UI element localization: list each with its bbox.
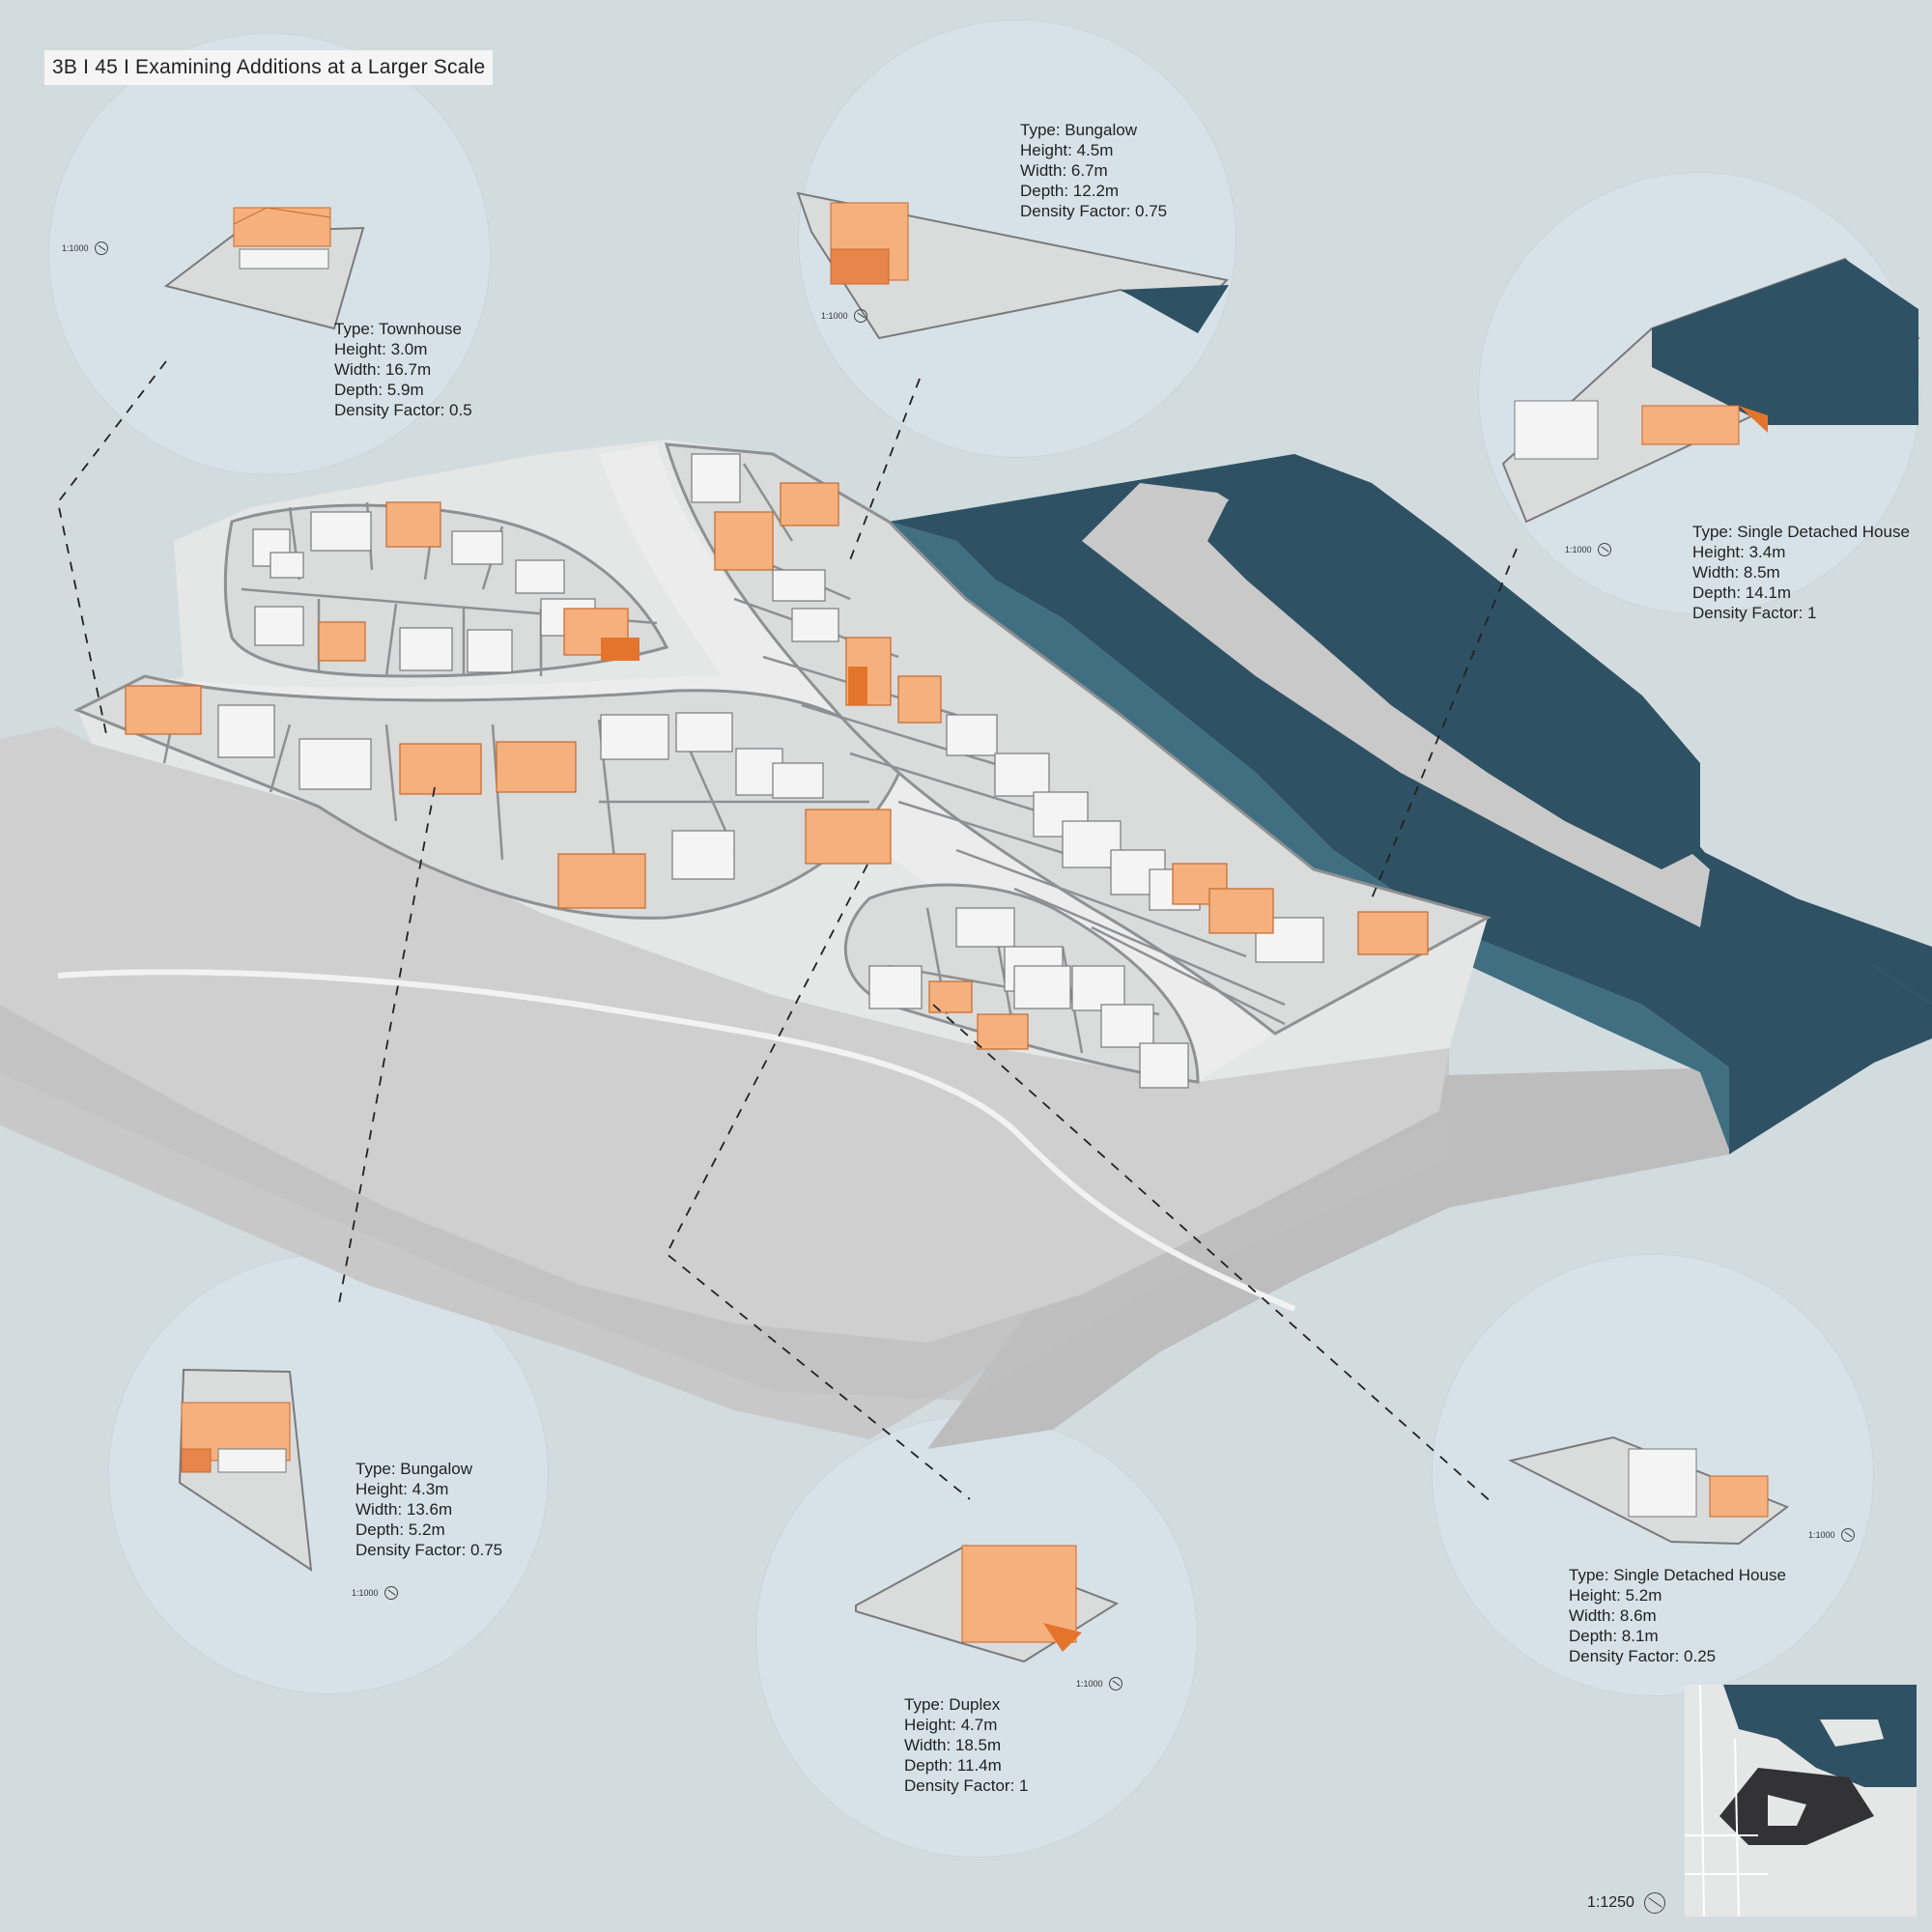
callout-single-detached-bottom: Type: Single Detached House Height: 5.2m… — [1569, 1565, 1786, 1666]
channel-water — [1700, 850, 1932, 1005]
bay-water — [1208, 454, 1700, 869]
inset-map-scale: 1:1250 — [1587, 1892, 1665, 1914]
callout-height: Height: 4.7m — [904, 1716, 998, 1734]
north-arrow-icon — [1840, 1528, 1855, 1542]
callout-townhouse: Type: Townhouse Height: 3.0m Width: 16.7… — [334, 319, 472, 420]
callout-bungalow-top: Type: Bungalow Height: 4.5m Width: 6.7m … — [1020, 120, 1167, 221]
callout-depth: Depth: 5.2m — [355, 1520, 445, 1539]
scale-label: 1:1000 — [62, 243, 89, 253]
thumb-townhouse — [163, 207, 365, 330]
callout-density: Density Factor: 0.75 — [1020, 202, 1168, 220]
leader-single-bottom — [932, 1004, 1493, 1504]
callout-duplex: Type: Duplex Height: 4.7m Width: 18.5m D… — [904, 1694, 1029, 1796]
callout-type: Type: Single Detached House — [1692, 523, 1910, 541]
scale-note-bungalow-top: 1:1000 — [821, 309, 867, 323]
additions-dark — [601, 638, 867, 705]
additions — [125, 482, 1429, 1050]
leader-bungalow-top — [847, 378, 921, 566]
callout-type: Type: Townhouse — [334, 320, 462, 338]
ground-right-face — [927, 1067, 1729, 1449]
callout-depth: Depth: 14.1m — [1692, 583, 1792, 602]
callout-width: Width: 18.5m — [904, 1736, 1002, 1754]
callout-density: Density Factor: 1 — [1692, 604, 1817, 622]
callout-width: Width: 16.7m — [334, 360, 432, 379]
thumb-bungalow-top — [796, 191, 1230, 340]
callout-width: Width: 8.6m — [1569, 1606, 1657, 1625]
north-arrow-icon — [853, 309, 867, 323]
inset-scale-label: 1:1250 — [1587, 1894, 1634, 1911]
callout-single-detached-top: Type: Single Detached House Height: 3.4m… — [1692, 522, 1910, 623]
leader-townhouse — [57, 360, 167, 735]
callout-density: Density Factor: 0.75 — [355, 1541, 503, 1559]
callout-type: Type: Duplex — [904, 1695, 1001, 1714]
callout-density: Density Factor: 0.25 — [1569, 1647, 1717, 1665]
inset-map — [1685, 1684, 1917, 1918]
thumb-duplex — [855, 1544, 1120, 1663]
thumb-single-top — [1501, 257, 1920, 524]
callout-type: Type: Bungalow — [355, 1460, 472, 1478]
callout-height: Height: 3.4m — [1692, 543, 1786, 561]
thumb-single-bottom — [1508, 1435, 1790, 1546]
north-arrow-icon — [94, 242, 108, 255]
scale-label: 1:1000 — [1076, 1679, 1103, 1689]
thumb-bungalow-bottom — [178, 1368, 313, 1573]
scale-note-bungalow-bottom: 1:1000 — [352, 1586, 398, 1600]
main-road — [599, 444, 1275, 1082]
leader-duplex — [665, 864, 971, 1500]
leader-lines — [57, 360, 1518, 1504]
north-arrow-icon — [1108, 1677, 1122, 1690]
scale-label: 1:1000 — [352, 1588, 379, 1598]
callout-width: Width: 8.5m — [1692, 563, 1780, 582]
existing-houses — [217, 453, 1324, 1089]
callout-height: Height: 3.0m — [334, 340, 428, 358]
scale-label: 1:1000 — [821, 311, 848, 321]
north-arrow-icon — [1643, 1892, 1665, 1914]
scale-label: 1:1000 — [1808, 1530, 1835, 1540]
terrain-path — [57, 969, 1296, 1312]
leader-single-top — [1371, 548, 1518, 899]
north-arrow-icon — [384, 1586, 398, 1600]
page-title: 3B I 45 I Examining Additions at a Large… — [44, 50, 494, 85]
callout-bungalow-bottom: Type: Bungalow Height: 4.3m Width: 13.6m… — [355, 1459, 502, 1560]
scale-note-single-detached-top: 1:1000 — [1565, 543, 1611, 556]
callout-width: Width: 6.7m — [1020, 161, 1108, 180]
lot-cluster-east — [664, 442, 1492, 1036]
callout-depth: Depth: 8.1m — [1569, 1627, 1659, 1645]
callout-height: Height: 4.5m — [1020, 141, 1114, 159]
callout-type: Type: Single Detached House — [1569, 1566, 1786, 1584]
callout-depth: Depth: 5.9m — [334, 381, 424, 399]
callout-width: Width: 13.6m — [355, 1500, 453, 1519]
callout-type: Type: Bungalow — [1020, 121, 1137, 139]
callout-density: Density Factor: 0.5 — [334, 401, 472, 419]
river-edge — [889, 522, 1729, 1150]
scale-note-townhouse: 1:1000 — [62, 242, 108, 255]
lower-terrain — [0, 726, 1449, 1343]
callout-depth: Depth: 12.2m — [1020, 182, 1120, 200]
callout-height: Height: 4.3m — [355, 1480, 449, 1498]
callout-depth: Depth: 11.4m — [904, 1756, 1002, 1775]
leader-bungalow-bottom — [337, 786, 436, 1310]
scale-note-duplex: 1:1000 — [1076, 1677, 1122, 1690]
north-arrow-icon — [1597, 543, 1611, 556]
callout-density: Density Factor: 1 — [904, 1776, 1029, 1795]
scale-note-single-detached-bottom: 1:1000 — [1808, 1528, 1855, 1542]
scale-label: 1:1000 — [1565, 545, 1592, 554]
callout-height: Height: 5.2m — [1569, 1586, 1662, 1605]
